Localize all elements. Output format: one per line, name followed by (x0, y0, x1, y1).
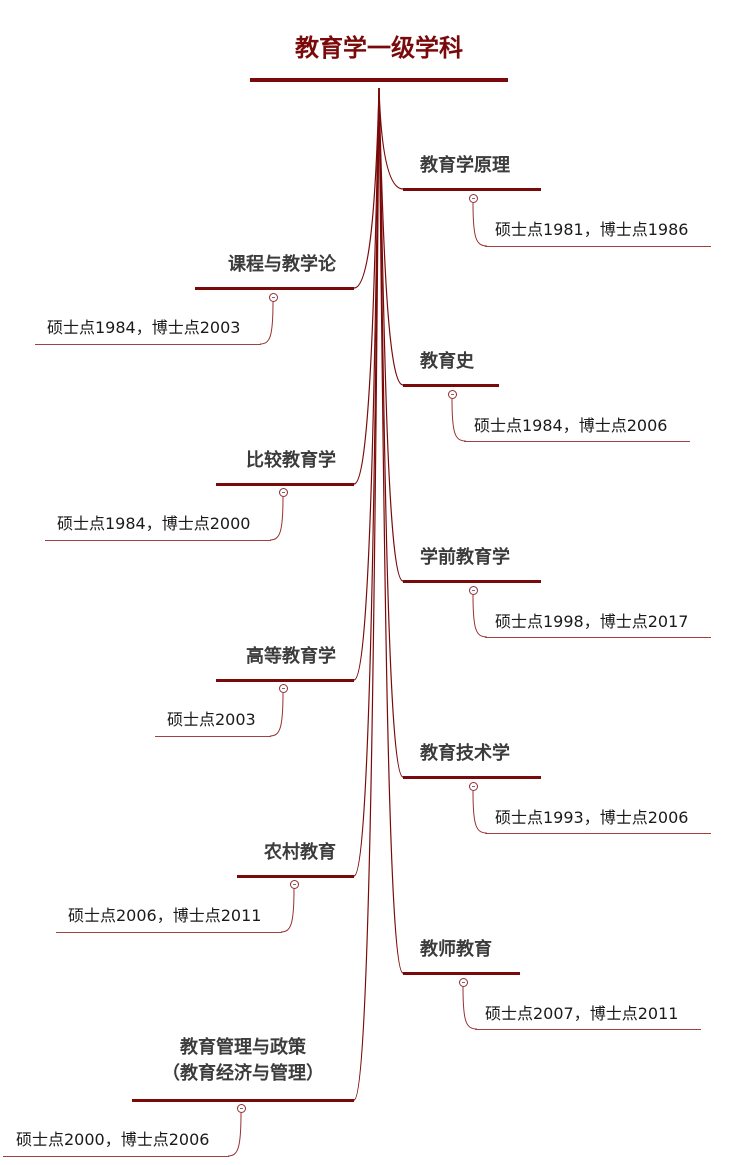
topic-underline (216, 483, 354, 486)
collapse-icon[interactable] (469, 194, 478, 203)
subtopic-label[interactable]: 硕士点1993，博士点2006 (495, 808, 689, 827)
topic-label[interactable]: 比较教育学 (246, 450, 336, 471)
topic-underline (403, 580, 541, 583)
topic-underline (403, 384, 499, 387)
root-underline (250, 78, 508, 82)
topic-underline (216, 679, 354, 682)
subtopic-underline (35, 344, 261, 345)
collapse-icon[interactable] (469, 782, 478, 791)
subtopic-underline (3, 1156, 229, 1157)
subtopic-label[interactable]: 硕士点2000，博士点2006 (16, 1130, 210, 1149)
subtopic-underline (485, 637, 711, 638)
subtopic-label[interactable]: 硕士点1998，博士点2017 (495, 612, 689, 631)
subtopic-label[interactable]: 硕士点2006，博士点2011 (68, 906, 262, 925)
topic-label-line-2: （教育经济与管理） (162, 1063, 324, 1084)
collapse-icon[interactable] (279, 684, 288, 693)
topic-label[interactable]: 教育管理与政策 （教育经济与管理） (132, 1035, 354, 1087)
topic-underline (403, 972, 520, 975)
topic-underline (195, 287, 354, 290)
topic-label[interactable]: 教育学原理 (420, 155, 510, 176)
subtopic-label[interactable]: 硕士点1984，博士点2000 (57, 514, 251, 533)
collapse-icon[interactable] (459, 978, 468, 987)
root-topic-title[interactable]: 教育学一级学科 (295, 34, 463, 62)
collapse-icon[interactable] (269, 293, 278, 302)
subtopic-label[interactable]: 硕士点1981，博士点1986 (495, 220, 689, 239)
subtopic-underline (56, 932, 282, 933)
subtopic-underline (475, 1029, 701, 1030)
topic-label[interactable]: 高等教育学 (246, 646, 336, 667)
subtopic-underline (485, 833, 711, 834)
collapse-icon[interactable] (469, 586, 478, 595)
topic-label[interactable]: 教育技术学 (420, 743, 510, 764)
collapse-icon[interactable] (290, 880, 299, 889)
subtopic-label[interactable]: 硕士点2003 (167, 710, 256, 729)
topic-label[interactable]: 学前教育学 (420, 547, 510, 568)
subtopic-underline (464, 441, 690, 442)
topic-label-line-1: 教育管理与政策 (180, 1037, 306, 1058)
topic-underline (237, 875, 354, 878)
topic-label[interactable]: 课程与教学论 (228, 254, 336, 275)
topic-underline (403, 188, 541, 191)
collapse-icon[interactable] (237, 1104, 246, 1113)
subtopic-label[interactable]: 硕士点2007，博士点2011 (485, 1004, 679, 1023)
topic-label[interactable]: 农村教育 (264, 842, 336, 863)
collapse-icon[interactable] (279, 488, 288, 497)
topic-label[interactable]: 教育史 (420, 351, 474, 372)
subtopic-underline (45, 540, 271, 541)
topic-underline (132, 1099, 354, 1102)
collapse-icon[interactable] (448, 390, 457, 399)
subtopic-underline (155, 736, 271, 737)
subtopic-label[interactable]: 硕士点1984，博士点2006 (474, 416, 668, 435)
subtopic-underline (485, 246, 711, 247)
topic-label[interactable]: 教师教育 (420, 939, 492, 960)
subtopic-label[interactable]: 硕士点1984，博士点2003 (47, 318, 241, 337)
topic-underline (403, 776, 541, 779)
